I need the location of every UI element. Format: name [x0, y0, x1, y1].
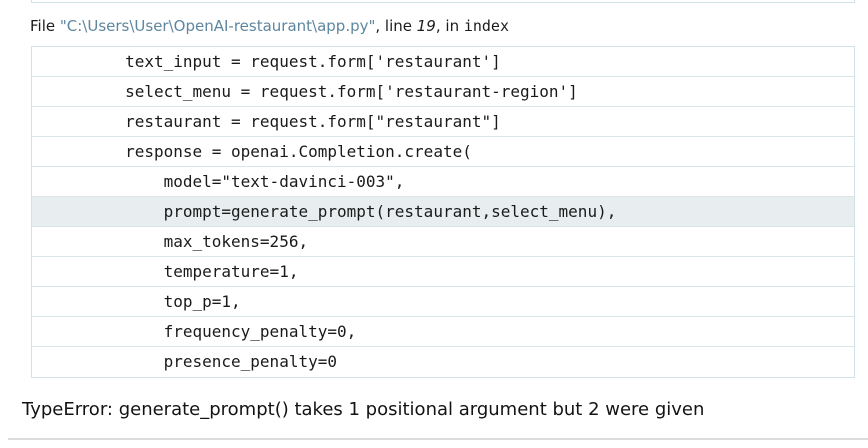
- code-line[interactable]: presence_penalty=0: [32, 347, 854, 377]
- code-line[interactable]: model="text-davinci-003",: [32, 167, 854, 197]
- code-line[interactable]: max_tokens=256,: [32, 227, 854, 257]
- code-line-current[interactable]: prompt=generate_prompt(restaurant,select…: [32, 197, 854, 227]
- code-line[interactable]: text_input = request.form['restaurant']: [32, 47, 854, 77]
- previous-frame-source-box[interactable]: [31, 0, 855, 3]
- code-line[interactable]: top_p=1,: [32, 287, 854, 317]
- bottom-divider: [8, 438, 868, 440]
- frame-function-name: index: [463, 17, 509, 35]
- code-line[interactable]: restaurant = request.form["restaurant"]: [32, 107, 854, 137]
- frame-line-label: , line: [375, 17, 417, 35]
- exception-message: TypeError: generate_prompt() takes 1 pos…: [22, 399, 705, 420]
- code-line[interactable]: response = openai.Completion.create(: [32, 137, 854, 167]
- code-line[interactable]: temperature=1,: [32, 257, 854, 287]
- frame-file-label: File: [30, 17, 60, 35]
- frame-line-number: 19: [416, 17, 436, 35]
- code-line[interactable]: select_menu = request.form['restaurant-r…: [32, 77, 854, 107]
- frame-source-block[interactable]: text_input = request.form['restaurant'] …: [31, 46, 855, 378]
- code-line[interactable]: frequency_penalty=0,: [32, 317, 854, 347]
- frame-filename: "C:\Users\User\OpenAI-restaurant\app.py": [59, 17, 376, 35]
- frame-header: File "C:\Users\User\OpenAI-restaurant\ap…: [30, 16, 509, 56]
- frame-in-label: , in: [435, 17, 464, 35]
